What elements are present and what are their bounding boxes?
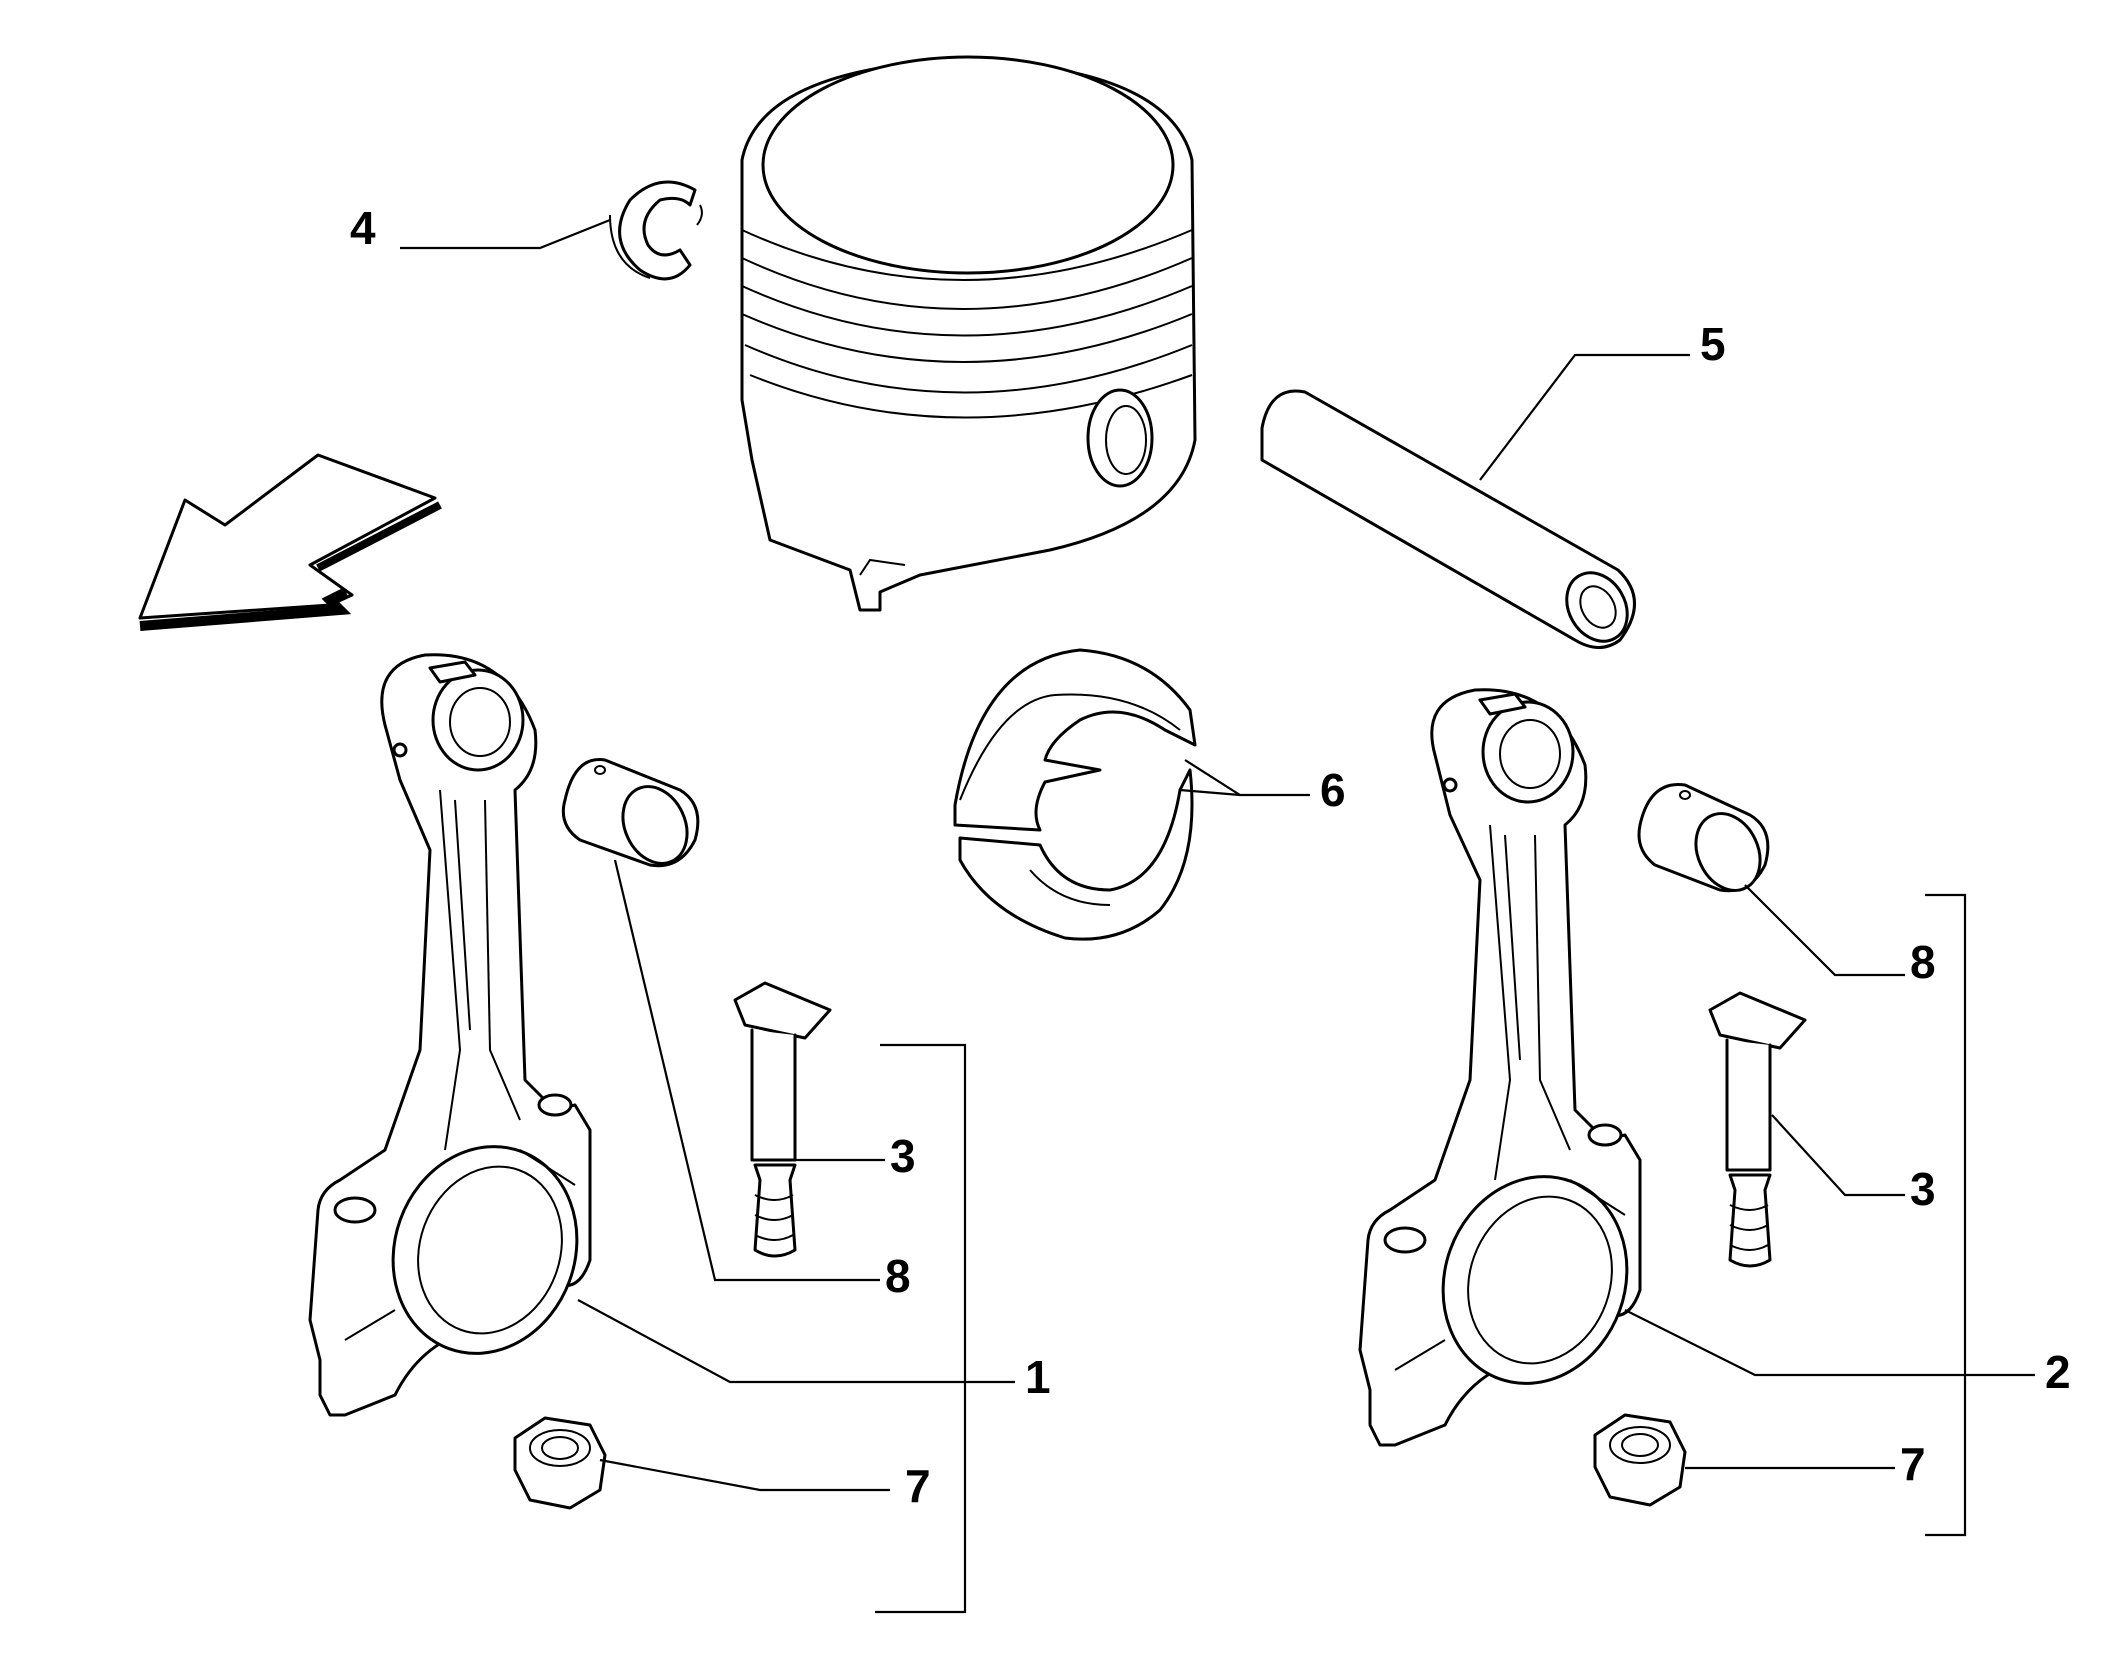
front-direction-arrow-icon <box>138 453 442 631</box>
callout-labels: 4 5 6 3 3 8 8 1 2 7 7 <box>350 202 2071 1512</box>
rod-bolt-left <box>733 981 832 1258</box>
callout-5: 5 <box>1700 318 1726 370</box>
small-end-bush-left <box>561 758 700 868</box>
connecting-rod-left <box>308 653 592 1417</box>
connecting-rod-right <box>1358 688 1642 1447</box>
callout-8-right: 8 <box>1910 936 1936 988</box>
big-end-bearing-shells <box>953 648 1197 941</box>
callout-3-right: 3 <box>1910 1163 1936 1215</box>
callout-2: 2 <box>2045 1346 2071 1398</box>
piston <box>740 55 1197 612</box>
piston-pin-circlip <box>609 180 703 281</box>
callout-7-left: 7 <box>905 1460 931 1512</box>
small-end-bush-right <box>1637 783 1770 893</box>
rod-nut-left <box>513 1416 607 1510</box>
piston-pin <box>1260 389 1636 649</box>
callout-8-left: 8 <box>885 1250 911 1302</box>
rod-nut-right <box>1593 1413 1687 1507</box>
leader-lines <box>400 218 2035 1614</box>
callout-3-left: 3 <box>890 1130 916 1182</box>
callout-4: 4 <box>350 202 376 254</box>
callout-6: 6 <box>1320 764 1346 816</box>
callout-1: 1 <box>1025 1351 1051 1403</box>
rod-bolt-right <box>1708 991 1807 1268</box>
callout-7-right: 7 <box>1900 1438 1926 1490</box>
